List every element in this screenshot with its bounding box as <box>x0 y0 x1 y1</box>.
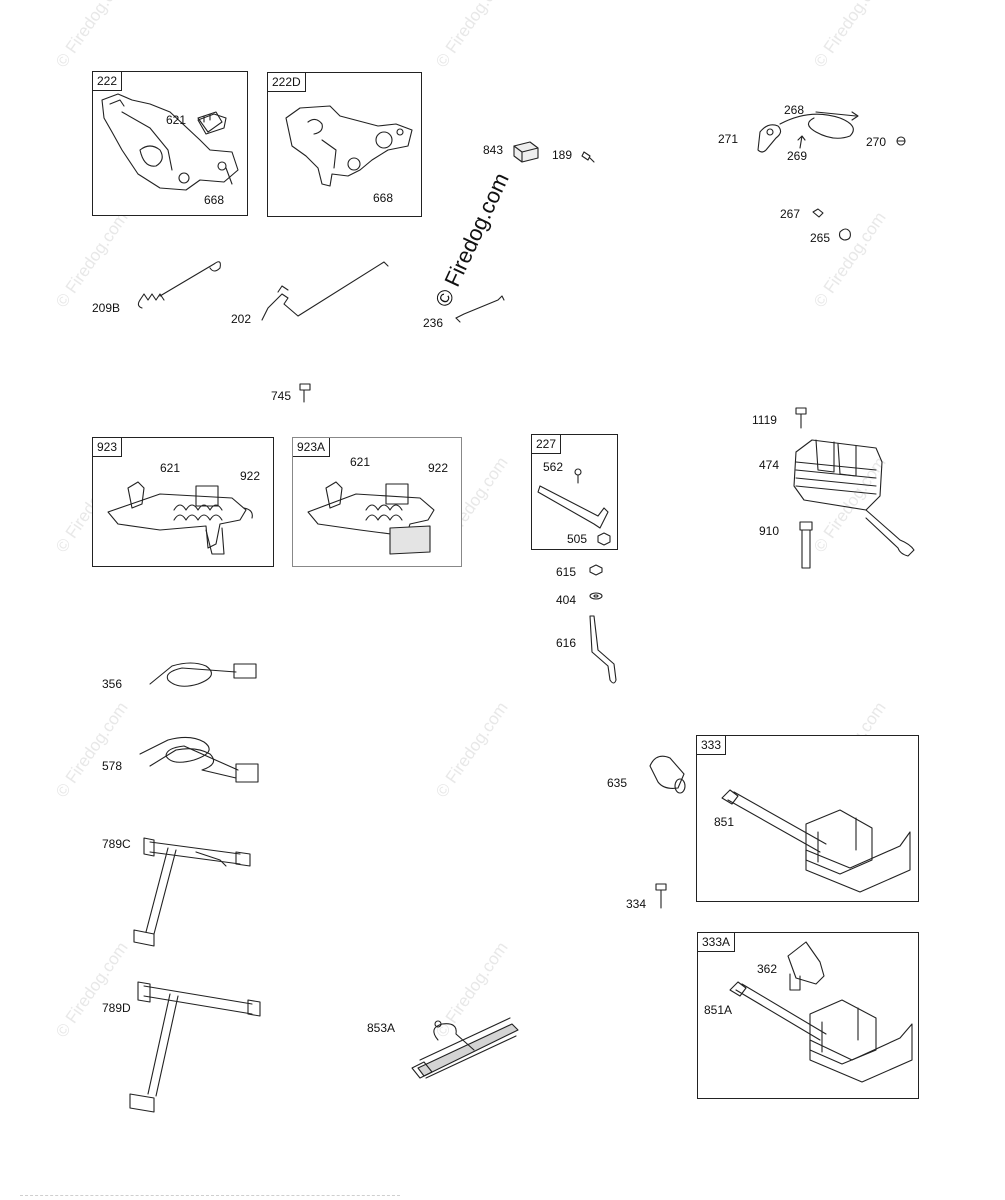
harness-789D <box>130 982 260 1112</box>
part-404-washer <box>590 593 602 599</box>
box-label: 923A <box>293 438 331 457</box>
part-label-851A: 851A <box>704 1003 733 1017</box>
governor-bracket-222D <box>286 106 412 186</box>
part-label-270: 270 <box>866 135 887 149</box>
part-label-745: 745 <box>271 389 292 403</box>
part-label-209B: 209B <box>92 301 121 315</box>
governor-assembly-923 <box>108 482 252 554</box>
box-227: 227 <box>531 434 618 550</box>
part-label-268: 268 <box>784 103 805 117</box>
part-621-clip <box>198 114 226 134</box>
part-label-271: 271 <box>718 132 739 146</box>
harness-853A <box>412 1018 518 1078</box>
part-label-269: 269 <box>787 149 808 163</box>
part-label-789D: 789D <box>102 1001 131 1015</box>
part-label-621: 621 <box>166 113 187 127</box>
part-label-189: 189 <box>552 148 573 162</box>
part-label-362: 362 <box>757 962 778 976</box>
ignition-coil-333 <box>722 790 910 892</box>
harness-789C <box>134 838 250 946</box>
part-616-shaft <box>590 616 616 683</box>
box-label: 333 <box>697 736 727 755</box>
part-label-668: 668 <box>204 193 225 207</box>
box-333: 333 <box>696 735 919 902</box>
part-label-853A: 853A <box>367 1021 396 1035</box>
page-footer-line <box>20 1195 400 1198</box>
box-923: 923 <box>92 437 274 567</box>
ignition-coil-333A <box>730 982 912 1082</box>
part-label-621: 621 <box>160 461 181 475</box>
box-222D: 222D <box>267 72 422 217</box>
spark-boot-635 <box>650 756 685 793</box>
part-189-screw <box>582 152 594 162</box>
part-236-link <box>456 296 504 322</box>
part-334-screw <box>656 884 666 908</box>
part-271-lever <box>758 125 781 152</box>
armature-474 <box>794 440 914 556</box>
part-615-nut <box>590 565 602 575</box>
part-label-1119: 1119 <box>752 413 777 427</box>
box-label: 333A <box>698 933 736 952</box>
part-label-851: 851 <box>714 815 735 829</box>
wire-356 <box>150 663 256 686</box>
part-267 <box>813 209 823 217</box>
wire-578 <box>140 737 258 782</box>
part-label-910: 910 <box>759 524 780 538</box>
part-label-505: 505 <box>567 532 588 546</box>
box-label: 222 <box>93 72 123 91</box>
part-label-616: 616 <box>556 636 577 650</box>
part-910-stud <box>800 522 812 568</box>
part-label-922: 922 <box>428 461 449 475</box>
part-268-cable <box>780 112 858 138</box>
box-923A: 923A <box>292 437 462 567</box>
part-label-334: 334 <box>626 897 647 911</box>
part-label-615: 615 <box>556 565 577 579</box>
part-label-236: 236 <box>423 316 444 330</box>
part-label-635: 635 <box>607 776 628 790</box>
part-1119-screw <box>796 408 806 428</box>
part-843 <box>514 142 538 162</box>
part-label-267: 267 <box>780 207 801 221</box>
part-label-621: 621 <box>350 455 371 469</box>
part-label-265: 265 <box>810 231 831 245</box>
part-265 <box>840 229 851 240</box>
box-333A: 333A <box>697 932 919 1099</box>
part-label-562: 562 <box>543 460 564 474</box>
part-label-668: 668 <box>373 191 394 205</box>
part-label-789C: 789C <box>102 837 131 851</box>
governor-bracket-222 <box>102 94 238 190</box>
governor-lever-227 <box>538 469 610 545</box>
spark-boot-362 <box>788 942 824 990</box>
part-label-922: 922 <box>240 469 261 483</box>
box-label: 923 <box>93 438 123 457</box>
part-label-404: 404 <box>556 593 577 607</box>
part-745-screw <box>300 384 310 402</box>
part-label-356: 356 <box>102 677 123 691</box>
part-202-rod <box>262 262 388 320</box>
box-label: 222D <box>268 73 306 92</box>
part-label-578: 578 <box>102 759 123 773</box>
part-label-843: 843 <box>483 143 504 157</box>
part-270-nut <box>897 137 905 145</box>
part-label-474: 474 <box>759 458 780 472</box>
box-label: 227 <box>532 435 562 454</box>
part-209B-spring <box>138 262 220 308</box>
governor-assembly-923A <box>308 482 434 554</box>
part-269 <box>798 136 805 148</box>
part-label-202: 202 <box>231 312 252 326</box>
